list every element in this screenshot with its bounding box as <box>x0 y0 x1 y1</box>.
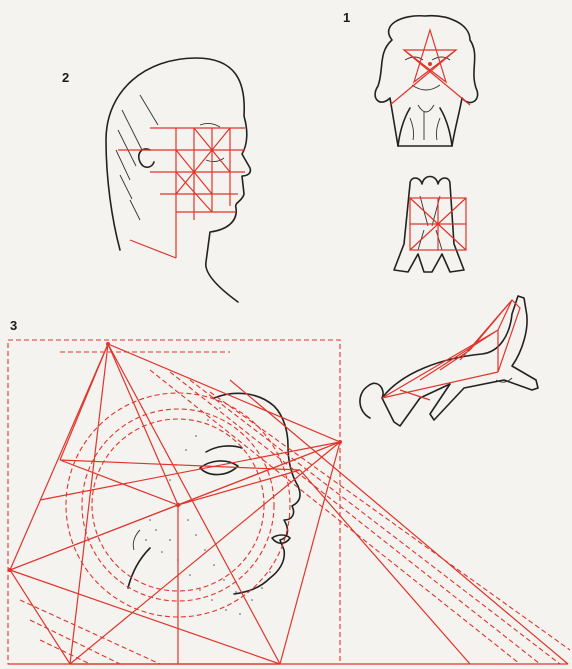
face-construction-drawing <box>8 340 570 664</box>
bearded-mask-drawing <box>375 16 478 146</box>
feline-drawing <box>360 296 538 426</box>
twin-figures-drawing <box>394 177 466 273</box>
head-profile-drawing <box>106 58 250 302</box>
